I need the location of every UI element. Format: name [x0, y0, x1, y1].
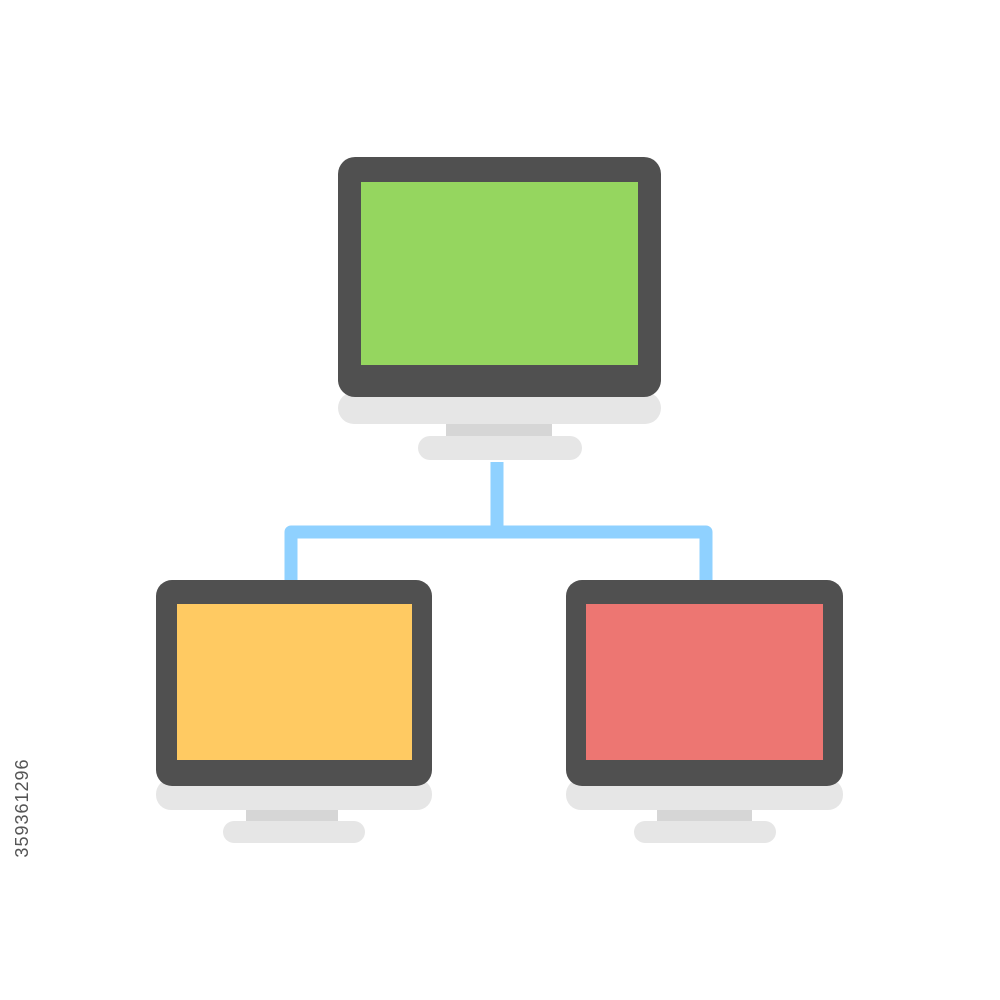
monitor-bottom-right-neck — [657, 810, 752, 823]
stock-id-label: 359361296 — [12, 758, 32, 858]
monitor-bottom-left-base — [223, 821, 365, 843]
monitor-top-screen — [361, 182, 638, 365]
monitor-bottom-right-screen — [586, 604, 823, 760]
monitor-bottom-left-screen — [177, 604, 412, 760]
network-connector — [284, 462, 713, 580]
monitor-bottom-right-chin — [566, 779, 843, 810]
monitor-top — [338, 157, 661, 460]
connector-path — [284, 462, 713, 580]
monitor-bottom-right-base — [634, 821, 776, 843]
monitor-bottom-left-neck — [246, 810, 338, 823]
monitor-top-base — [418, 436, 582, 460]
monitor-top-chin — [338, 392, 661, 424]
monitor-bottom-left — [156, 580, 432, 843]
monitor-bottom-left-chin — [156, 779, 432, 810]
monitor-bottom-right — [566, 580, 843, 843]
monitor-top-neck — [446, 424, 552, 438]
